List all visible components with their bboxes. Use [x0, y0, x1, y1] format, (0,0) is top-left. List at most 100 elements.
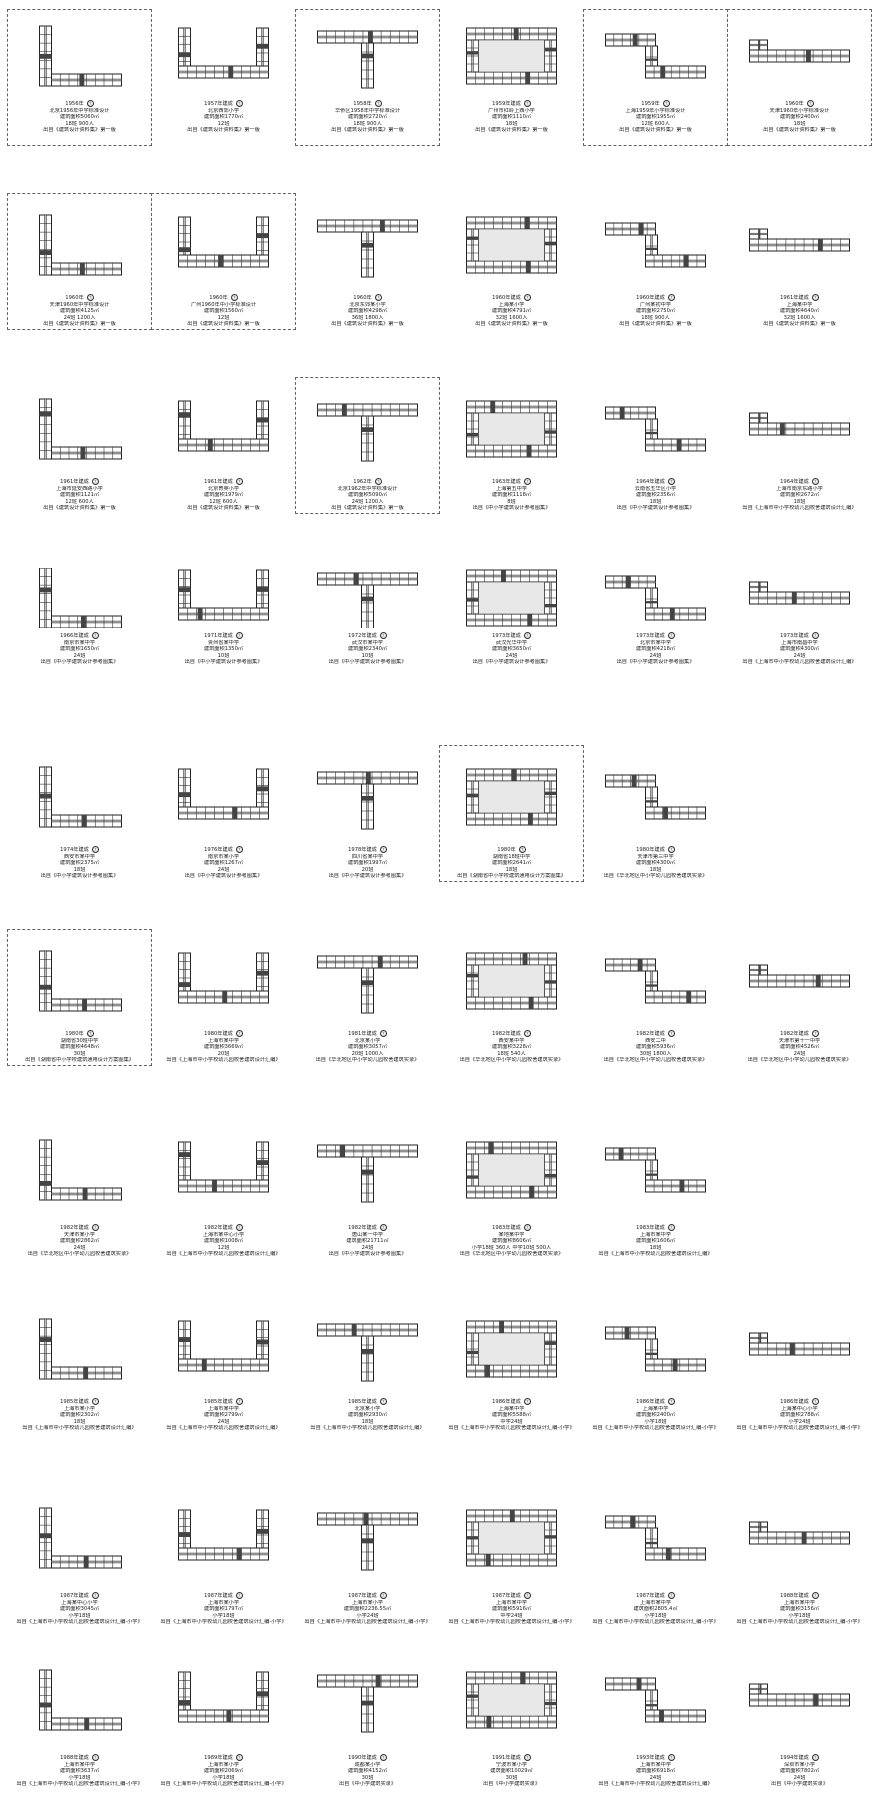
compass-mark-icon: Ⓣ: [91, 1592, 99, 1599]
floor-plan-drawing: [317, 572, 418, 628]
floor-plan-drawing: [178, 27, 269, 79]
compass-mark-icon: Ⓣ: [667, 1224, 675, 1231]
caption-line: 天津市第三中学: [637, 853, 674, 860]
caption-line: 小学24班: [356, 1612, 379, 1619]
caption-line: 18班: [793, 120, 806, 127]
floor-plan: [296, 16, 439, 96]
caption-line: 建筑面积2805.4㎡: [633, 1606, 678, 1613]
caption-line: 唐山某一中学: [351, 1231, 384, 1238]
caption-source: 出自《华北地区中小学幼儿园校舍建筑实录》: [603, 1057, 708, 1064]
caption-line: 上海市某中学: [207, 1037, 240, 1044]
caption-line: 建筑面积4300㎡: [635, 860, 676, 867]
caption-source: 出自《建筑设计资料集》第一版: [187, 321, 260, 328]
caption-line: 北京某小学: [354, 1405, 381, 1412]
floor-plan: [296, 1120, 439, 1220]
compass-mark-icon: Ⓣ: [523, 1592, 531, 1599]
floor-plan-drawing: [605, 222, 706, 268]
caption-line: 建筑面积1997㎡: [347, 860, 388, 867]
caption-line: 上海某中心小学: [781, 1405, 818, 1412]
floor-plan: [584, 1488, 727, 1588]
caption-source: 出自《上海市中小学校幼儿园校舍建筑设计汇编-小学》: [448, 1425, 575, 1432]
caption-line: 小学18班: [68, 1612, 91, 1619]
floor-plan-drawing: [178, 569, 269, 621]
compass-mark-icon: Ⓣ: [379, 1224, 387, 1231]
caption-line: 12班: [217, 120, 230, 127]
caption-line: 12班: [217, 314, 230, 321]
compass-mark-icon: Ⓣ: [235, 1030, 243, 1037]
caption-line: 建筑面积4300㎡: [779, 646, 820, 653]
caption-line: 小学24班: [788, 1418, 811, 1425]
compass-mark-icon: Ⓣ: [811, 632, 819, 639]
caption-line: 上海市延安西路小学: [56, 485, 103, 492]
floor-plan-drawing: [39, 25, 122, 87]
floor-plan-drawing: [178, 952, 269, 1004]
floor-plan-drawing: [466, 1141, 557, 1199]
floor-plan: [728, 16, 871, 96]
caption-line: 建筑面积4298㎡: [347, 308, 388, 315]
caption-line: 建筑面积2930㎡: [347, 1412, 388, 1419]
floor-plan: [8, 384, 151, 474]
caption-line: 小学18班: [68, 1774, 91, 1781]
compass-mark-icon: Ⓣ: [374, 100, 382, 107]
caption-source: 出自《中小学建筑设计参考图集》: [616, 659, 695, 666]
caption-line: 24班: [793, 1050, 806, 1057]
floor-plan-drawing: [178, 1671, 269, 1723]
caption-line: 24班: [793, 1774, 806, 1781]
caption-source: 出自《建筑设计资料集》第一版: [43, 127, 116, 134]
floor-plan-drawing: [317, 219, 418, 278]
caption-line: 建筑面积21711㎡: [346, 1238, 389, 1245]
floor-plan: [8, 1120, 151, 1220]
floor-plan-drawing: [317, 1512, 418, 1571]
caption-line: 建筑面积1650㎡: [59, 646, 100, 653]
caption-line: 南京市某中学: [63, 639, 96, 646]
caption-line: 18班: [505, 120, 518, 127]
caption-source: 出自《上海市中小学校幼儿园校舍建筑设计汇编》: [598, 1251, 713, 1258]
floor-plan: [728, 1488, 871, 1588]
compass-mark-icon: Ⓣ: [235, 632, 243, 639]
caption-line: 建筑面积1560㎡: [203, 308, 244, 315]
caption-source: 出自《上海市中小学校幼儿园校舍建筑设计汇编-小学》: [16, 1619, 143, 1626]
floor-plan: [728, 384, 871, 474]
floor-plan-drawing: [466, 27, 557, 85]
caption-line: 10班: [361, 652, 374, 659]
caption-source: 出自《上海市中小学校幼儿园校舍建筑设计汇编》: [166, 1057, 281, 1064]
caption-line: 广州1960年中小学标准设计: [190, 301, 257, 308]
